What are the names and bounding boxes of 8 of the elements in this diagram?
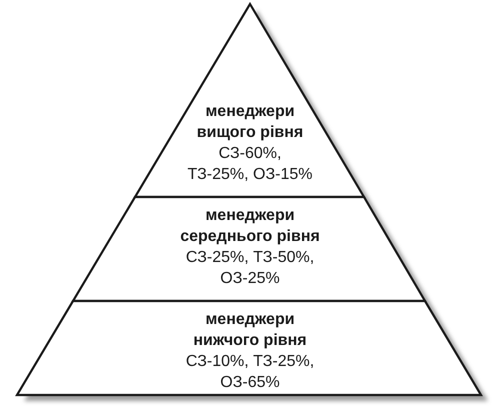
tier-text: менеджери нижчого рівня СЗ-10%, ТЗ-25%, ОЗ-65% <box>184 310 316 393</box>
pyramid-tier <box>133 2 366 199</box>
pyramid-tier <box>71 195 427 303</box>
tier-heading: менеджери середнього рівня <box>179 206 321 247</box>
tier-text: СЗ-60%, ТЗ-25%, ОЗ-15% <box>186 144 314 185</box>
pyramid-tier <box>15 299 483 397</box>
tier-text: СЗ-25%, ТЗ-50%, ОЗ-25% <box>184 248 316 289</box>
tier-heading: менеджери вищого рівня <box>196 102 304 143</box>
